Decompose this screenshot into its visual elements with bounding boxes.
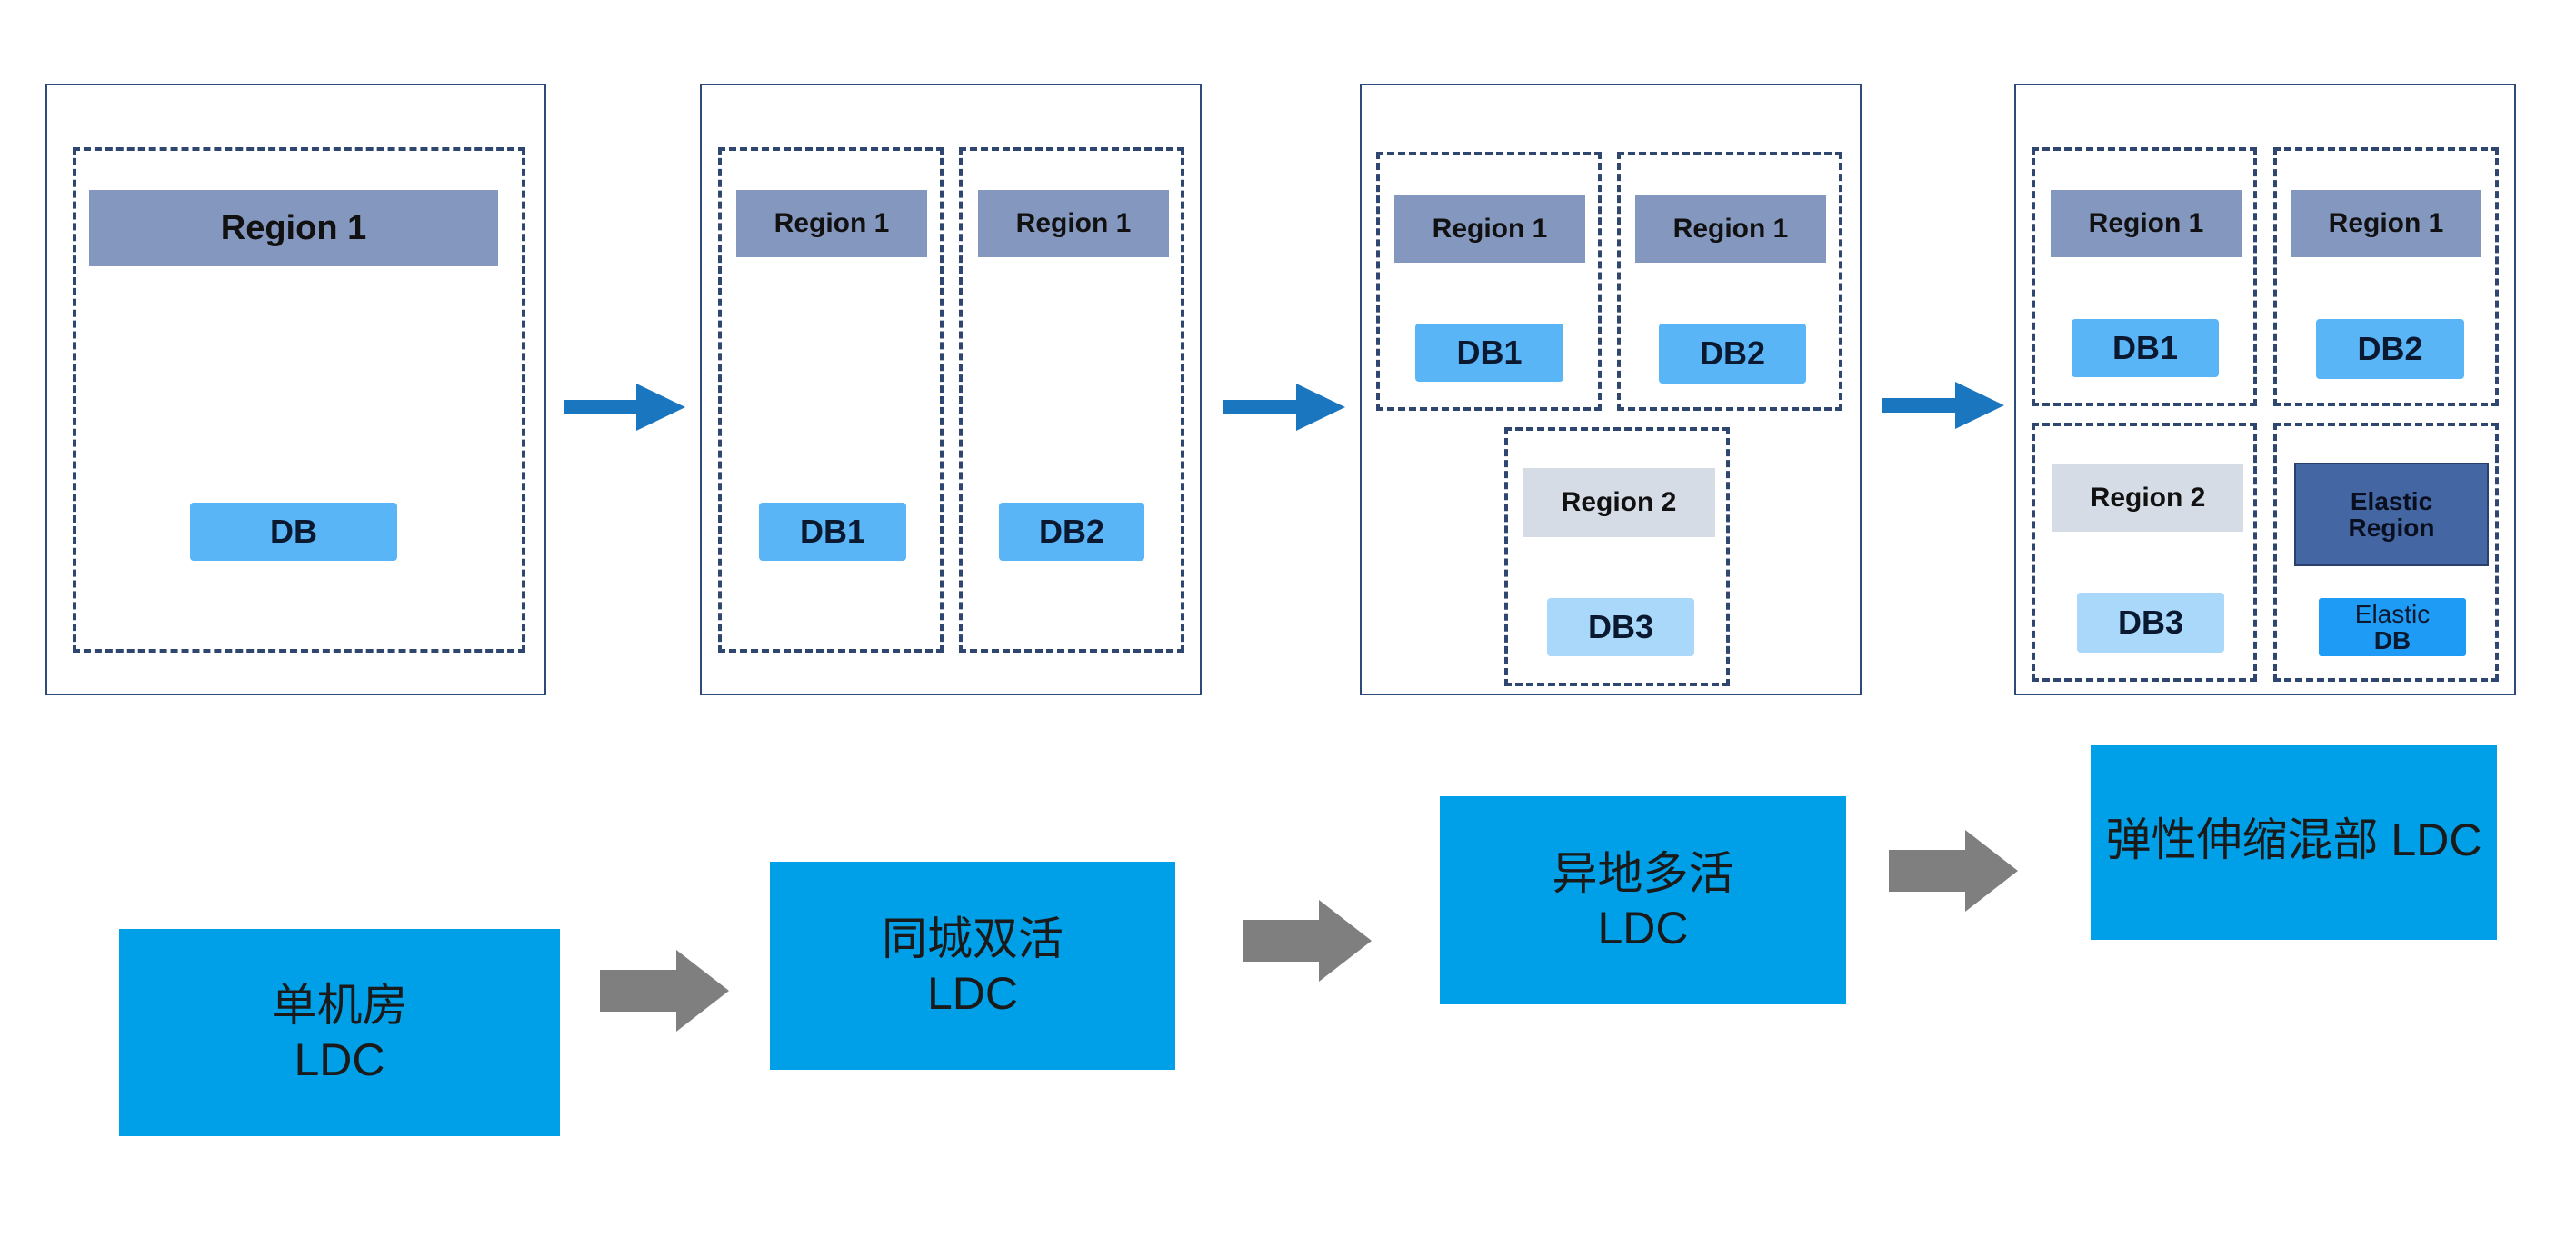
ldc-box-stage1: 单机房 LDC	[119, 929, 560, 1136]
stage4-elastic-db-line2: DB	[2373, 626, 2411, 654]
blue-arrow-2	[1223, 384, 1345, 431]
blue-arrow-3	[1882, 382, 2004, 429]
ldc-stage4-line1: 弹性伸缩混部 LDC	[2105, 814, 2482, 865]
stage4-elastic-db-line1: Elastic	[2354, 599, 2431, 628]
stage1-region: Region 1	[89, 190, 498, 266]
ldc-stage2-line1: 同城双活	[882, 913, 1063, 964]
stage1-room	[73, 147, 525, 653]
stage3-db-b: DB2	[1659, 324, 1806, 384]
ldc-box-stage4: 弹性伸缩混部 LDC	[2091, 745, 2497, 940]
stage2-panel	[700, 84, 1202, 695]
ldc-box-stage2: 同城双活 LDC	[770, 862, 1175, 1070]
stage4-region-a: Region 1	[2051, 190, 2242, 257]
stage4-elastic-db: Elastic DB	[2319, 598, 2466, 656]
gray-arrow-3	[1889, 830, 2018, 912]
stage4-elastic-region-line1: Elastic	[2350, 486, 2433, 515]
stage4-room-b	[2273, 147, 2499, 406]
stage3-region-b: Region 1	[1635, 195, 1826, 263]
stage1-panel	[45, 84, 546, 695]
stage4-room-a	[2032, 147, 2257, 406]
stage4-db-a: DB1	[2072, 319, 2219, 377]
stage2-region-a: Region 1	[736, 190, 927, 257]
ldc-stage1-line2: LDC	[294, 1034, 385, 1085]
stage4-room-d	[2273, 423, 2499, 682]
stage3-region-c: Region 2	[1523, 468, 1715, 537]
stage4-elastic-region: Elastic Region	[2294, 463, 2489, 566]
stage2-db-a: DB1	[759, 503, 906, 561]
stage3-region-a: Region 1	[1394, 195, 1585, 263]
gray-arrow-2	[1243, 900, 1372, 982]
blue-arrow-1	[564, 384, 685, 431]
stage2-db-b: DB2	[999, 503, 1144, 561]
gray-arrow-1	[600, 950, 729, 1032]
stage4-elastic-region-line2: Region	[2348, 514, 2435, 542]
ldc-stage2-line2: LDC	[926, 967, 1019, 1019]
ldc-stage3-line1: 异地多活	[1552, 847, 1734, 899]
stage3-db-c: DB3	[1547, 598, 1694, 656]
stage2-region-b: Region 1	[978, 190, 1169, 257]
stage2-room-a	[718, 147, 944, 653]
stage3-db-a: DB1	[1415, 324, 1563, 382]
stage3-room-a	[1376, 152, 1602, 411]
ldc-stage1-line1: 单机房	[271, 980, 408, 1031]
stage4-region-c: Region 2	[2052, 464, 2243, 532]
stage4-region-b: Region 1	[2291, 190, 2481, 257]
stage4-db-c: DB3	[2077, 593, 2224, 653]
stage1-db: DB	[190, 503, 397, 561]
stage3-room-b	[1617, 152, 1842, 411]
stage4-room-c	[2032, 423, 2257, 682]
ldc-stage3-line2: LDC	[1597, 902, 1689, 953]
stage3-panel	[1360, 84, 1862, 695]
stage2-room-b	[959, 147, 1184, 653]
stage4-db-b: DB2	[2316, 319, 2464, 379]
stage3-room-c	[1504, 427, 1730, 686]
ldc-box-stage3: 异地多活 LDC	[1440, 796, 1846, 1004]
